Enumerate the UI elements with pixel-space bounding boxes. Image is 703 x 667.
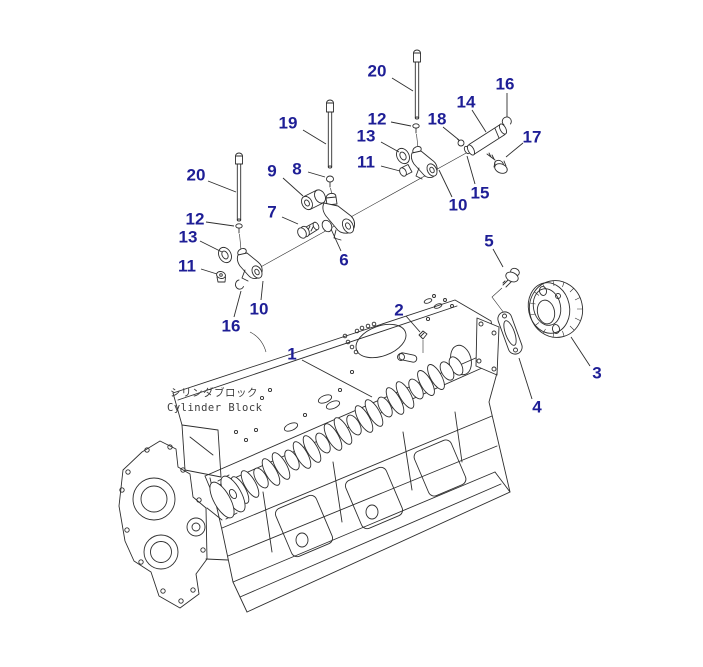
caption-japanese: シリンダブロック (170, 386, 258, 399)
rocker-bracket-10-right (410, 146, 438, 180)
bolt-7 (297, 221, 320, 239)
callout-label-5: 5 (484, 232, 493, 251)
callout-label-10: 10 (449, 196, 468, 215)
cylinder-block (118, 294, 511, 613)
callout-label-13: 13 (357, 127, 376, 146)
callout-leader-16 (233, 290, 242, 318)
exploded-parts (216, 49, 584, 355)
dowel-pin-2 (418, 330, 428, 353)
callout-leader-13 (199, 240, 223, 253)
callout-label-12: 12 (368, 110, 387, 129)
callout-label-20: 20 (368, 62, 387, 81)
callout-leader-2 (405, 315, 421, 333)
callout-label-16: 16 (496, 75, 515, 94)
callout-label-1: 1 (287, 345, 296, 364)
callout-leader-13 (380, 141, 400, 153)
callout-leader-5 (492, 248, 504, 268)
callout-label-14: 14 (457, 93, 476, 112)
snap-clip-16-left (235, 279, 244, 290)
callout-leader-11 (380, 165, 401, 172)
callout-label-12: 12 (186, 210, 205, 229)
bolt-17 (486, 152, 508, 174)
callout-leader-6 (330, 228, 342, 252)
callout-label-3: 3 (592, 364, 601, 383)
washer-13-left (218, 246, 232, 264)
callout-label-13: 13 (179, 228, 198, 247)
thrust-plate-4 (497, 311, 523, 355)
rocker-arm-6 (321, 192, 356, 241)
adjust-screw-12-left (235, 223, 243, 251)
callout-label-19: 19 (279, 114, 298, 133)
callout-leader-1 (301, 359, 373, 398)
push-rod-20-left (235, 152, 243, 222)
callout-leader-7 (281, 216, 299, 225)
callout-label-16: 16 (222, 317, 241, 336)
callout-leader-10 (438, 169, 453, 198)
adjust-screw-8 (326, 175, 334, 196)
washer-13-right (396, 147, 410, 165)
callout-leader-11 (200, 268, 218, 275)
callout-leader-15 (466, 155, 476, 185)
callout-leader-20 (207, 180, 237, 193)
callout-leader-3 (570, 336, 591, 367)
roller-9 (301, 189, 326, 211)
push-rod-19 (326, 99, 334, 169)
callout-label-18: 18 (428, 110, 447, 129)
nut-11-left (216, 271, 226, 283)
push-rod-20-right (413, 49, 421, 120)
shaft-14 (466, 123, 508, 156)
callout-leader-8 (307, 171, 326, 178)
callout-leader-10 (260, 280, 264, 301)
callout-label-11: 11 (357, 153, 375, 172)
callout-leader-20 (391, 77, 414, 92)
mount-bolt-5 (491, 267, 520, 314)
callout-label-6: 6 (339, 251, 348, 270)
callout-label-4: 4 (532, 398, 542, 417)
callout-leader-17 (505, 142, 524, 158)
callout-leader-18 (442, 126, 460, 141)
callout-label-10: 10 (250, 300, 269, 319)
callout-leader-19 (302, 129, 327, 145)
callout-leader-4 (518, 357, 533, 400)
callout-label-8: 8 (292, 160, 301, 179)
callout-label-20: 20 (187, 166, 206, 185)
snap-ring-16-right (501, 116, 512, 126)
callout-leader-12 (390, 121, 412, 127)
cam-gear-3 (527, 280, 584, 338)
callout-label-7: 7 (267, 203, 276, 222)
caption-english: Cylinder Block (167, 402, 263, 414)
callout-leader-14 (471, 109, 487, 133)
camshaft (209, 356, 464, 520)
adjust-screw-12-right (412, 123, 420, 149)
rocker-bracket-10-left (236, 248, 263, 282)
bushing-11-right (399, 164, 413, 177)
callout-label-11: 11 (178, 257, 196, 276)
callout-label-2: 2 (394, 301, 403, 320)
callout-leader-9 (282, 177, 304, 197)
callout-label-15: 15 (471, 184, 490, 203)
callout-label-9: 9 (267, 162, 276, 181)
callout-leader-12 (205, 221, 235, 227)
callout-label-17: 17 (523, 128, 542, 147)
